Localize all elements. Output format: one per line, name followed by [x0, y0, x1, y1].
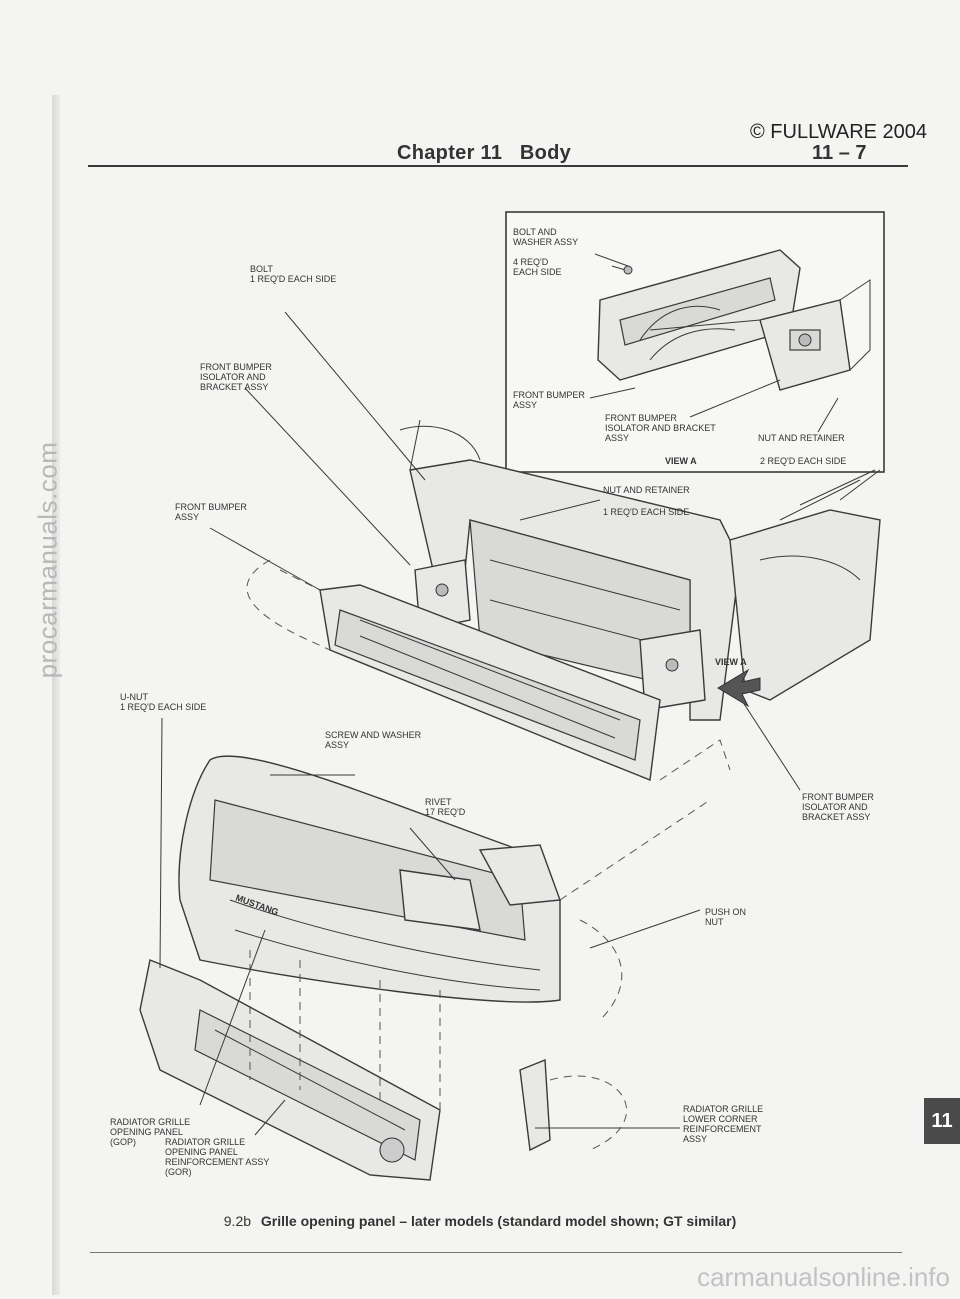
diagram-labels: BOLT 1 REQ'D EACH SIDE FRONT BUMPER ISOL… — [110, 264, 874, 1177]
view-a-isolator-label-3: ASSY — [605, 433, 629, 443]
figure-subtitle: (standard model shown; GT similar) — [497, 1213, 737, 1229]
bumper-label-1: FRONT BUMPER — [175, 502, 247, 512]
corner-label-1: RADIATOR GRILLE — [683, 1104, 763, 1114]
rivet-label-1: RIVET — [425, 797, 452, 807]
unut-label-1: U-NUT — [120, 692, 148, 702]
footer-rule — [90, 1252, 902, 1253]
bumper-label-2: ASSY — [175, 512, 199, 522]
page-edge-shadow — [52, 95, 60, 1295]
bolt-label-1: BOLT — [250, 264, 273, 274]
bumper-beam — [319, 584, 661, 781]
view-a-eachside-label: EACH SIDE — [513, 267, 562, 277]
gop-label-3: (GOP) — [110, 1137, 136, 1147]
isolator-label-3: BRACKET ASSY — [200, 382, 268, 392]
view-a-callout: VIEW A — [715, 657, 747, 667]
view-a-isolator-label-1: FRONT BUMPER — [605, 413, 677, 423]
push-nut-label-2: NUT — [705, 917, 724, 927]
bottom-watermark: carmanualsonline.info — [697, 1262, 950, 1292]
bolt-label-2: 1 REQ'D EACH SIDE — [250, 274, 336, 284]
isolator-label-1: FRONT BUMPER — [200, 362, 272, 372]
gor-label-3: REINFORCEMENT ASSY — [165, 1157, 269, 1167]
gop-label-2: OPENING PANEL — [110, 1127, 183, 1137]
view-a-bolt-label-1: BOLT AND — [513, 227, 557, 237]
view-a-title: VIEW A — [665, 456, 697, 466]
gor-label-2: OPENING PANEL — [165, 1147, 238, 1157]
corner-label-2: LOWER CORNER — [683, 1114, 758, 1124]
chapter-tab: 11 — [924, 1098, 960, 1144]
rivet-label-2: 17 REQ'D — [425, 807, 466, 817]
nut-retainer-label-2: 1 REQ'D EACH SIDE — [603, 507, 689, 517]
view-a-reqd2-label: 2 REQ'D EACH SIDE — [760, 456, 846, 466]
section-label: Body — [519, 142, 572, 164]
unut-label-2: 1 REQ'D EACH SIDE — [120, 702, 206, 712]
view-a-bumper-label-2: ASSY — [513, 400, 537, 410]
view-a-isolator-label-2: ISOLATOR AND BRACKET — [605, 423, 716, 433]
isolator-right-label-2: ISOLATOR AND — [802, 802, 868, 812]
screw-label-1: SCREW AND WASHER — [325, 730, 422, 740]
bumper-fascia: MUSTANG — [178, 755, 561, 1003]
header-rule — [88, 165, 908, 167]
screw-label-2: ASSY — [325, 740, 349, 750]
page-header-title: Chapter 11 Body — [397, 142, 571, 165]
grille-opening-panel — [139, 959, 551, 1181]
figure-caption: 9.2b Grille opening panel – later models… — [0, 1213, 960, 1229]
view-a-bolt-label-2: WASHER ASSY — [513, 237, 578, 247]
isolator-label-2: ISOLATOR AND — [200, 372, 266, 382]
view-a-bumper-label-1: FRONT BUMPER — [513, 390, 585, 400]
view-a-reqd-label: 4 REQ'D — [513, 257, 549, 267]
gop-label-1: RADIATOR GRILLE — [110, 1117, 190, 1127]
corner-label-4: ASSY — [683, 1134, 707, 1144]
figure-title: Grille opening panel – later models — [260, 1213, 494, 1229]
push-nut-label-1: PUSH ON — [705, 907, 746, 917]
isolator-right-label-1: FRONT BUMPER — [802, 792, 874, 802]
copyright-notice: © FULLWARE 2004 — [750, 121, 928, 143]
chapter-label: Chapter 11 — [397, 142, 503, 164]
nut-retainer-label-1: NUT AND RETAINER — [603, 485, 690, 495]
gor-label-1: RADIATOR GRILLE — [165, 1137, 245, 1147]
view-a-inset: BOLT AND WASHER ASSY 4 REQ'D EACH SIDE F… — [505, 211, 885, 473]
isolator-right-label-3: BRACKET ASSY — [802, 812, 870, 822]
corner-label-3: REINFORCEMENT — [683, 1124, 762, 1134]
fender — [729, 469, 881, 701]
view-a-arrow-icon — [717, 668, 761, 708]
figure-number: 9.2b — [223, 1213, 252, 1229]
leader-lines — [159, 311, 801, 1136]
page-number: 11 – 7 — [812, 142, 867, 164]
view-a-nut-label: NUT AND RETAINER — [758, 433, 845, 443]
gor-label-4: (GOR) — [165, 1167, 192, 1177]
